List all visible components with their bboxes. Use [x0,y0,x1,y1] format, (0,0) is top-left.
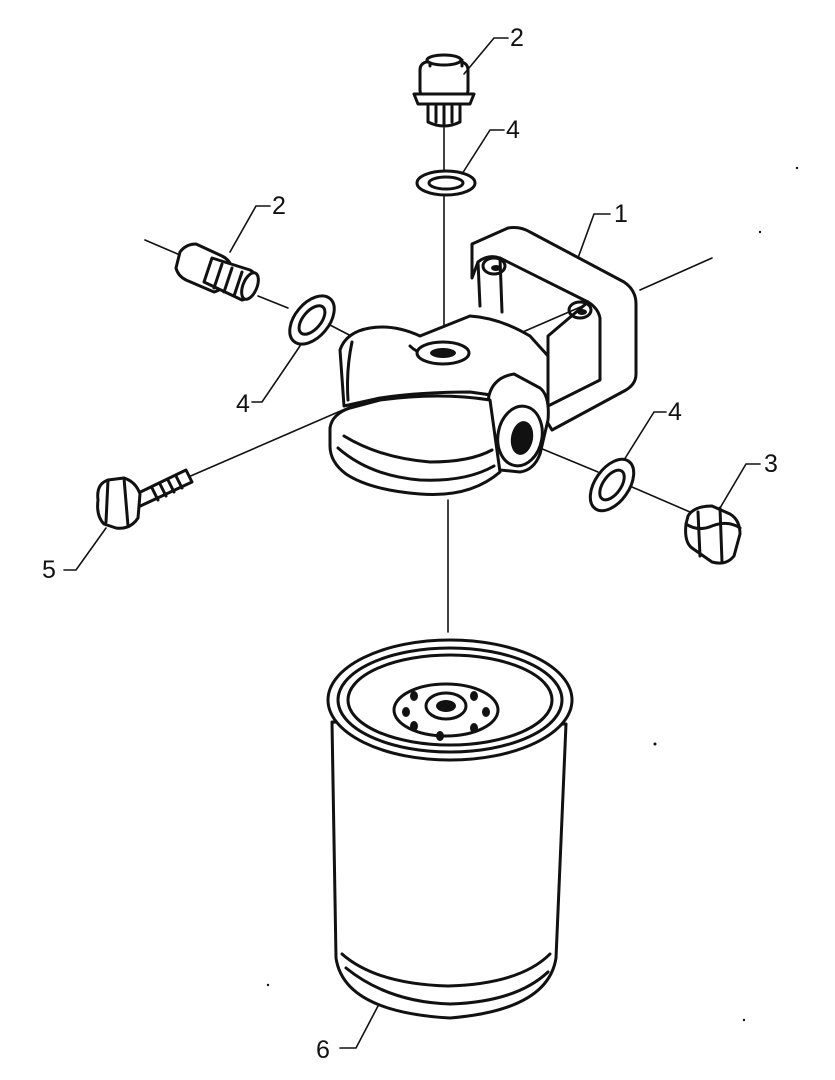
callout-3: 3 [764,450,778,478]
callout-4-top: 4 [506,116,520,144]
washer-right [588,457,636,513]
scan-specks [266,166,799,1022]
callout-2-left: 2 [272,192,286,220]
callout-6: 6 [316,1036,330,1064]
filter-cartridge [326,638,574,1020]
washer-top [415,169,477,197]
bolt [96,468,194,530]
callout-4-left: 4 [236,390,250,418]
callout-2-top: 2 [510,24,524,52]
callout-5: 5 [42,556,56,584]
plug [684,504,742,565]
leader-lines [63,37,761,1049]
callout-1: 1 [614,200,628,228]
filter-head [328,226,638,496]
fitting-left [174,242,260,302]
callout-4-right: 4 [668,398,682,426]
fitting-top [412,53,476,128]
callout-labels: 2 4 2 1 4 4 3 5 6 [42,24,778,1064]
washer-left [288,294,336,346]
